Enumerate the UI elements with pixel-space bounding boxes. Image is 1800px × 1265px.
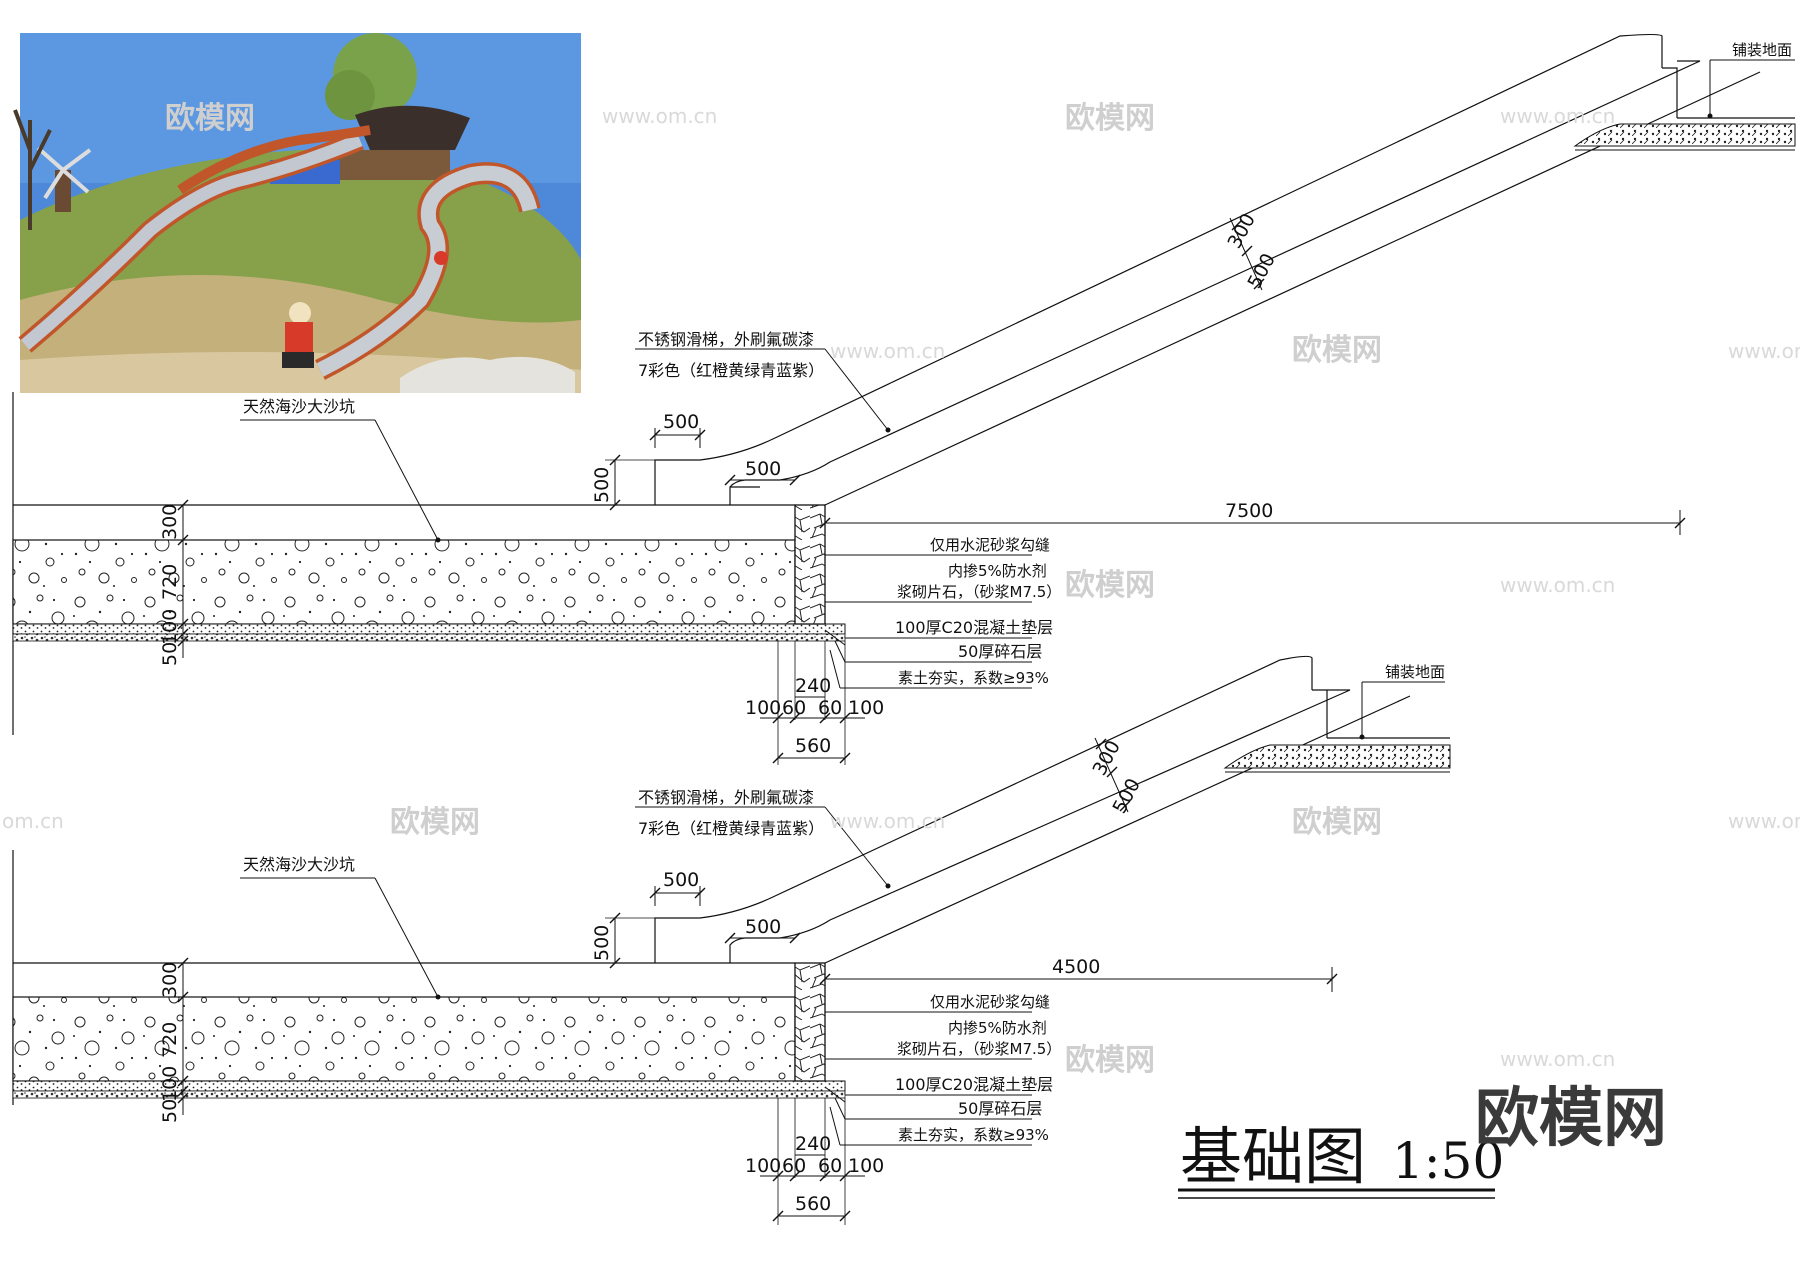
title-scale: 1:50 [1392,1132,1504,1190]
wm-url-2: www.om.cn [1500,104,1615,128]
dim-560-1: 560 [795,735,831,757]
slope-dim-300-2: 300 [1089,737,1125,779]
dim-500-side-1: 500 [591,467,613,503]
dim-60b-1: 60 [818,697,842,719]
note-1-2: 仅用水泥砂浆勾缝 [930,993,1050,1011]
wm-logo-3: 欧模网 [1065,568,1155,603]
slope-dim-500-1: 500 [1244,250,1280,292]
drawing-title: 基础图 1:50 [1178,1120,1504,1199]
dim-v100-1: 100 [159,609,181,645]
dim-v50-1: 50 [159,642,181,666]
dim-100b-1: 100 [848,697,884,719]
section-1: 铺装地面 300 500 不锈钢滑梯，外刷氟碳漆 7彩色（红橙黄绿青蓝紫） 天然… [12,33,1796,765]
wm-url-8: www.om.cn [1728,809,1800,833]
dim-v50-2: 50 [159,1099,181,1123]
note-2-2: 内掺5%防水剂 [948,1019,1047,1037]
dim-v300-1: 300 [159,504,181,540]
section-2: 铺装地面 300 500 不锈钢滑梯，外刷氟碳漆 7彩色（红橙黄绿青蓝紫） 天然… [12,655,1451,1225]
photo-watermark-logo: 欧模网 [165,101,255,136]
wm-url-1: www.om.cn [602,104,717,128]
wm-logo-5: 欧模网 [1292,805,1382,840]
wm-logo-large: 欧模网 [1475,1082,1667,1156]
dim-500-top-1: 500 [663,411,699,433]
wm-url-9: www.om.cn [1500,1047,1615,1071]
dim-100a-2: 100 [745,1155,781,1177]
wm-logo-1: 欧模网 [1065,101,1155,136]
note-5-1: 50厚碎石层 [958,642,1042,661]
dim-100b-2: 100 [848,1155,884,1177]
watermarks: www.om.cn 欧模网 www.om.cn www.om.cn 欧模网 ww… [2,101,1800,1156]
note-4-2: 100厚C20混凝土垫层 [895,1075,1053,1094]
dim-v720-2: 720 [159,1022,181,1058]
slope-dim-300-1: 300 [1224,210,1260,252]
note-6-1: 素土夯实，系数≥93% [898,669,1049,687]
note-3-1: 浆砌片石，（砂浆M7.5） [897,583,1061,601]
dim-length-2: 4500 [1052,956,1100,978]
note-5-2: 50厚碎石层 [958,1099,1042,1118]
dim-v300-2: 300 [159,962,181,998]
slide-material-label-2a: 不锈钢滑梯，外刷氟碳漆 [638,788,814,807]
dim-560-2: 560 [795,1193,831,1215]
note-4-1: 100厚C20混凝土垫层 [895,618,1053,637]
slide-material-label-2b: 7彩色（红橙黄绿青蓝紫） [638,819,824,838]
dim-500-mid-1: 500 [745,458,781,480]
slide-material-label-1a: 不锈钢滑梯，外刷氟碳漆 [638,330,814,349]
note-3-2: 浆砌片石，（砂浆M7.5） [897,1040,1061,1058]
dim-500-side-2: 500 [591,925,613,961]
dim-length-1: 7500 [1225,500,1273,522]
wm-url-6: om.cn [2,809,64,833]
dim-60b-2: 60 [818,1155,842,1177]
dim-v100-2: 100 [159,1066,181,1102]
slide-photo: 欧模网 [13,33,581,393]
dim-60a-2: 60 [782,1155,806,1177]
note-6-2: 素土夯实，系数≥93% [898,1126,1049,1144]
title-text: 基础图 [1180,1120,1366,1193]
paving-label-1: 铺装地面 [1732,41,1792,59]
wm-url-5: www.om.cn [1500,573,1615,597]
sand-pit-label-1: 天然海沙大沙坑 [243,397,355,416]
dim-240-2: 240 [795,1133,831,1155]
wm-url-7: www.om.cn [830,809,945,833]
slide-material-label-1b: 7彩色（红橙黄绿青蓝紫） [638,361,824,380]
dim-500-mid-2: 500 [745,916,781,938]
sand-pit-label-2: 天然海沙大沙坑 [243,855,355,874]
dim-60a-1: 60 [782,697,806,719]
wm-logo-2: 欧模网 [1292,333,1382,368]
wm-logo-6: 欧模网 [1065,1043,1155,1078]
wm-url-4: www.om.cn [1728,339,1800,363]
dim-500-top-2: 500 [663,869,699,891]
paving-label-2: 铺装地面 [1385,663,1445,681]
dim-240-1: 240 [795,675,831,697]
wm-url-3: www.om.cn [830,339,945,363]
dim-v720-1: 720 [159,564,181,600]
wm-logo-4: 欧模网 [390,805,480,840]
note-2-1: 内掺5%防水剂 [948,562,1047,580]
note-1-1: 仅用水泥砂浆勾缝 [930,536,1050,554]
dim-100a-1: 100 [745,697,781,719]
